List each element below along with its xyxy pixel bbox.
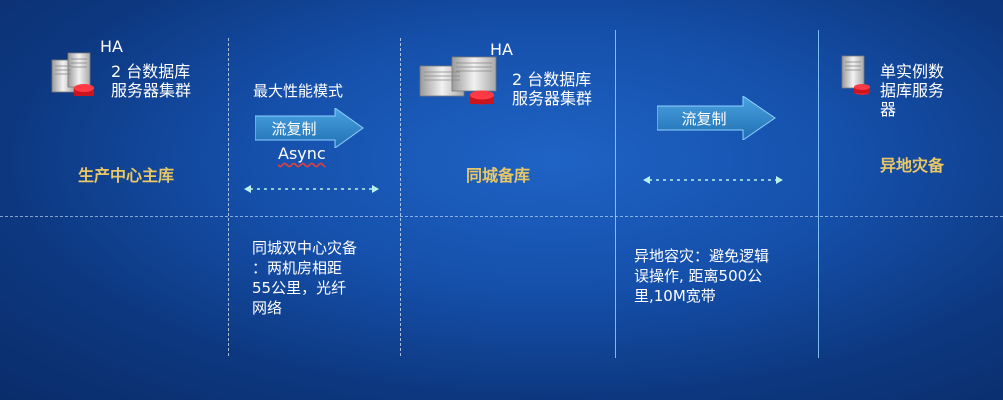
cluster-label: 2 台数据库 服务器集群 (111, 62, 191, 100)
server-label-line-1: 单实例数 (880, 62, 945, 81)
async-label: Async (278, 144, 326, 163)
note-link-2-line-1: 异地容灾：避免逻辑 (634, 247, 770, 265)
divider-1 (228, 38, 229, 356)
replication-arrow-2-label: 流复制 (681, 110, 727, 128)
divider-4 (818, 30, 819, 358)
server-label-line-3: 器 (880, 100, 897, 119)
server-label-line-2: 据库服务 (880, 81, 945, 100)
cluster-label-line-1: 2 台数据库 (512, 70, 592, 89)
replication-arrow-2 (656, 95, 777, 141)
note-link-2-line-2: 误操作, 距离500公 (634, 267, 763, 285)
double-arrow-1 (244, 179, 379, 193)
server-cluster-icon (48, 48, 108, 104)
horizontal-divider (0, 216, 1003, 217)
server-cluster-icon (418, 52, 510, 112)
server-icon (838, 54, 874, 98)
divider-3 (615, 30, 616, 358)
note-link-2-line-3: 里,10M宽带 (634, 287, 716, 305)
replication-arrow-1-label: 流复制 (271, 120, 317, 138)
cluster-label-line-2: 服务器集群 (512, 89, 593, 108)
note-link-1-line-2: ：两机房相距 (252, 259, 343, 277)
cluster-label-line-2: 服务器集群 (111, 81, 192, 100)
note-link-2: 异地容灾：避免逻辑 误操作, 距离500公 里,10M宽带 (634, 246, 769, 306)
zone-label-primary: 生产中心主库 (78, 166, 175, 185)
server-label: 单实例数 据库服务 器 (880, 62, 944, 119)
note-link-1: 同城双中心灾备 ：两机房相距 55公里，光纤 网络 (252, 238, 357, 318)
replication-arrow-1 (254, 107, 365, 149)
zone-label-remote: 异地灾备 (880, 156, 945, 175)
divider-2 (400, 38, 401, 356)
cluster-label: 2 台数据库 服务器集群 (512, 70, 592, 108)
note-link-1-line-4: 网络 (252, 299, 283, 317)
double-arrow-2 (643, 170, 783, 184)
note-link-1-line-1: 同城双中心灾备 (252, 239, 358, 257)
zone-label-standby: 同城备库 (466, 166, 531, 185)
note-link-1-line-3: 55公里，光纤 (252, 279, 347, 297)
ha-label: HA (490, 40, 513, 59)
mode-label: 最大性能模式 (253, 82, 344, 100)
cluster-label-line-1: 2 台数据库 (111, 62, 191, 81)
ha-label: HA (100, 37, 123, 56)
